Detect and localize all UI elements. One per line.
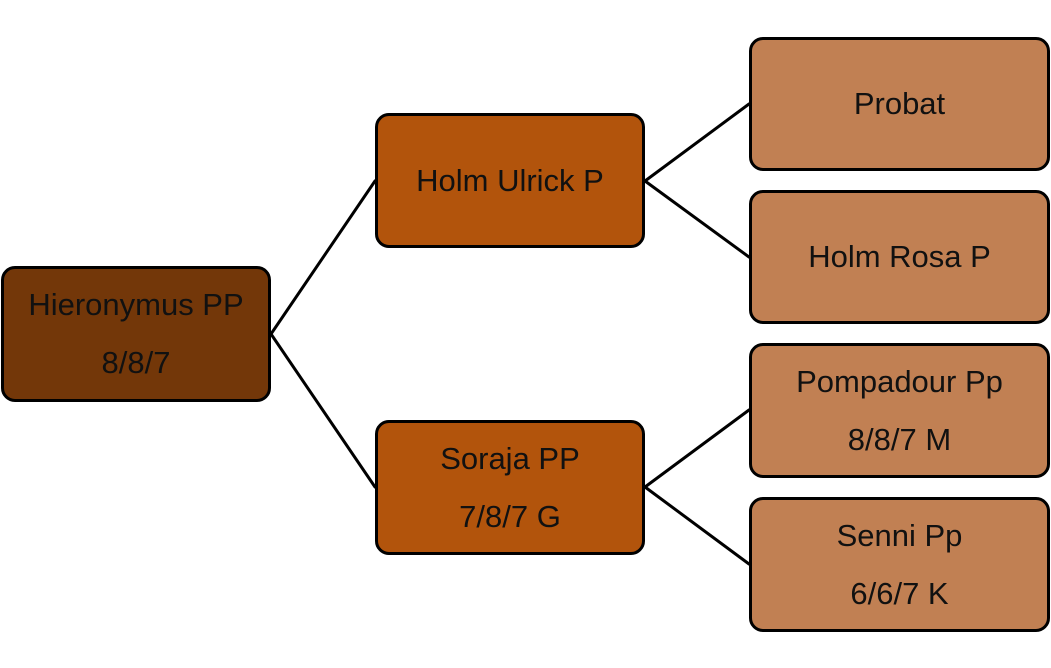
node-score: 6/6/7 K xyxy=(850,575,949,611)
node-score: 8/8/7 M xyxy=(847,421,952,457)
node-hieronymus: Hieronymus PP 8/8/7 xyxy=(1,266,271,402)
node-holm-rosa: Holm Rosa P xyxy=(749,190,1050,324)
node-holm-ulrick: Holm Ulrick P xyxy=(375,113,645,248)
node-name: Hieronymus PP xyxy=(28,287,244,322)
connector-root-sire xyxy=(269,179,377,336)
node-senni: Senni Pp 6/6/7 K xyxy=(749,497,1050,632)
connector-dam-dam-sire xyxy=(643,408,751,489)
node-score: 8/8/7 xyxy=(101,345,171,380)
node-name: Soraja PP xyxy=(440,440,580,476)
node-name: Pompadour Pp xyxy=(796,363,1003,399)
node-probat: Probat xyxy=(749,37,1050,171)
node-pompadour: Pompadour Pp 8/8/7 M xyxy=(749,343,1050,478)
connector-dam-dam-dam xyxy=(643,485,751,566)
node-soraja: Soraja PP 7/8/7 G xyxy=(375,420,645,555)
node-name: Probat xyxy=(853,86,946,122)
connector-sire-sire-sire xyxy=(643,102,751,183)
connector-root-dam xyxy=(269,332,377,489)
node-score: 7/8/7 G xyxy=(459,498,561,534)
node-name: Senni Pp xyxy=(836,517,963,553)
node-name: Holm Ulrick P xyxy=(416,162,604,198)
node-name: Holm Rosa P xyxy=(808,239,991,275)
connector-sire-sire-dam xyxy=(643,179,751,259)
